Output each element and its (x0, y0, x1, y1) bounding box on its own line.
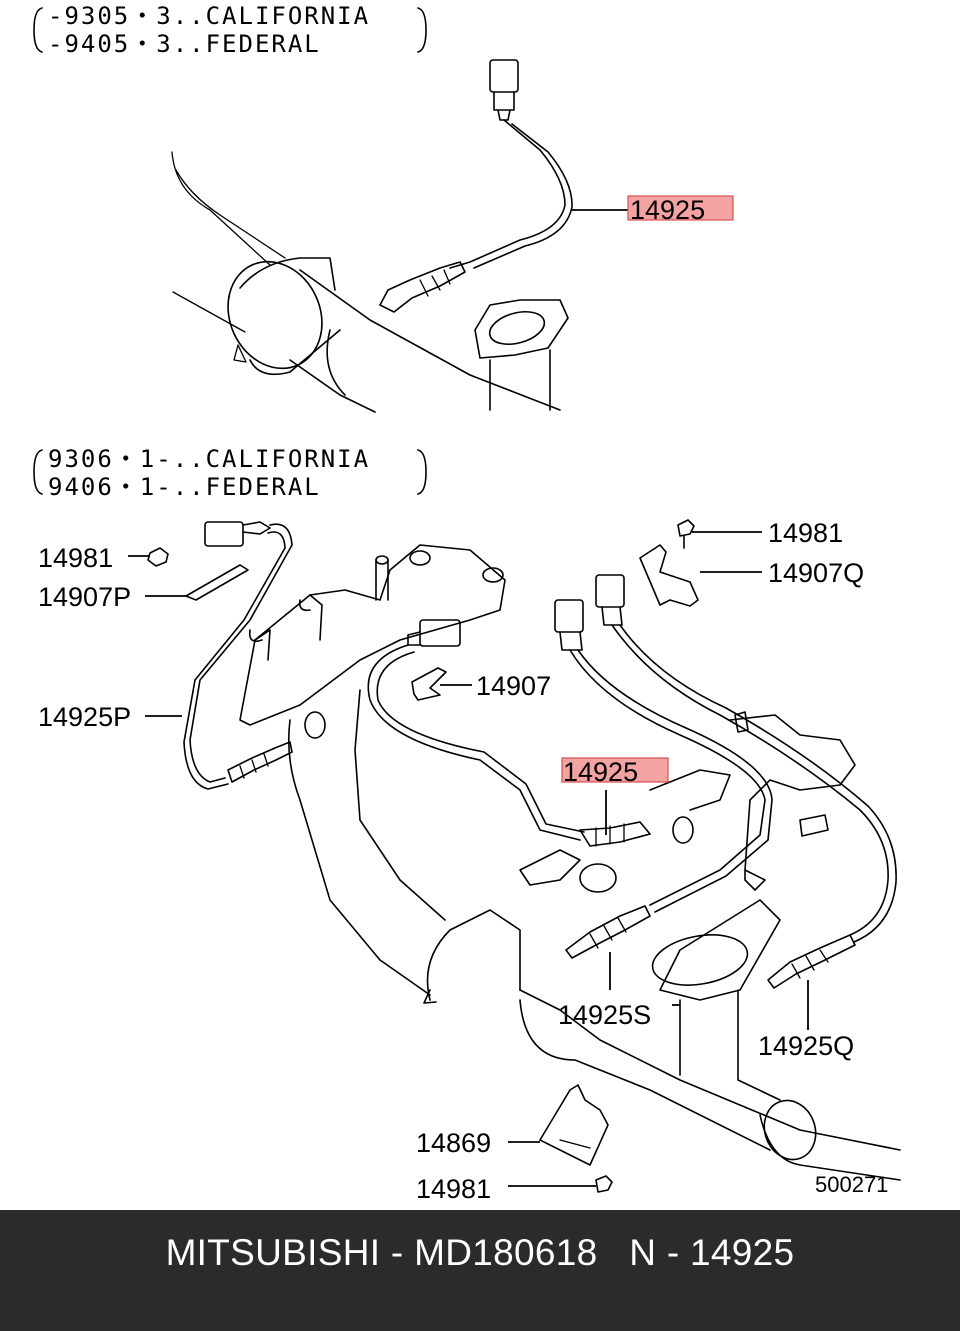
label-14925-center: 14925 (563, 757, 638, 787)
bracket-14907Q (639, 544, 762, 607)
top-part-highlight (627, 195, 734, 221)
parts-diagram: -9305・3..CALIFORNIA -9405・3..FEDERAL (33, 2, 901, 1204)
sensor-14925S-connector (554, 599, 584, 633)
footer-bar: MITSUBISHI - MD180618 N - 14925 (0, 1210, 960, 1331)
drawing-number: 500271 (815, 1172, 888, 1197)
label-14981-bottom: 14981 (416, 1174, 491, 1204)
bolt-14981-right (677, 519, 762, 549)
label-14981-right: 14981 (768, 518, 843, 548)
bracket-14907 (411, 667, 472, 701)
top-sensor-connector (489, 59, 519, 93)
center-part-highlight (561, 757, 669, 783)
label-14907: 14907 (476, 671, 551, 701)
label-14925S: 14925S (558, 1000, 651, 1030)
label-14981-left: 14981 (38, 543, 113, 573)
label-14925P: 14925P (38, 702, 131, 732)
label-14907Q: 14907Q (768, 558, 864, 588)
top-exhaust-pipe (171, 151, 569, 413)
header-bracket-left (33, 7, 43, 53)
bottom-bracket-left (33, 449, 43, 495)
bolt-14981-left (128, 547, 169, 567)
bottom-group: 9306・1-..CALIFORNIA 9406・1-..FEDERAL (33, 445, 901, 1204)
top-o2-sensor (379, 59, 573, 313)
bolt-14981-bottom (508, 1175, 613, 1193)
top-header-line2: -9405・3..FEDERAL (48, 30, 321, 58)
sensor-14925-center (367, 619, 651, 847)
sensor-14925P (183, 521, 293, 790)
sensor-14925Q (595, 574, 897, 1030)
bottom-header-line2: 9406・1-..FEDERAL (48, 473, 321, 501)
top-group: -9305・3..CALIFORNIA -9405・3..FEDERAL (33, 2, 734, 413)
exhaust-manifold (239, 544, 901, 1181)
top-header-line1: -9305・3..CALIFORNIA (48, 2, 370, 30)
sensor-14925S (554, 599, 773, 990)
footer-part-info: MITSUBISHI - MD180618 N - 14925 (165, 1232, 795, 1273)
bottom-bracket-right (417, 449, 427, 495)
label-14925Q: 14925Q (758, 1031, 854, 1061)
sensor-14925P-connector (204, 521, 244, 547)
heat-shield-14869 (508, 1084, 609, 1166)
label-14869: 14869 (416, 1128, 491, 1158)
bracket-14907P (145, 564, 249, 601)
label-14907P: 14907P (38, 582, 131, 612)
top-part-label: 14925 (630, 195, 705, 225)
bottom-header-line1: 9306・1-..CALIFORNIA (48, 445, 370, 473)
sensor-14925Q-connector (595, 574, 625, 608)
header-bracket-right (417, 7, 427, 53)
sensor-14925-connector (419, 619, 461, 647)
